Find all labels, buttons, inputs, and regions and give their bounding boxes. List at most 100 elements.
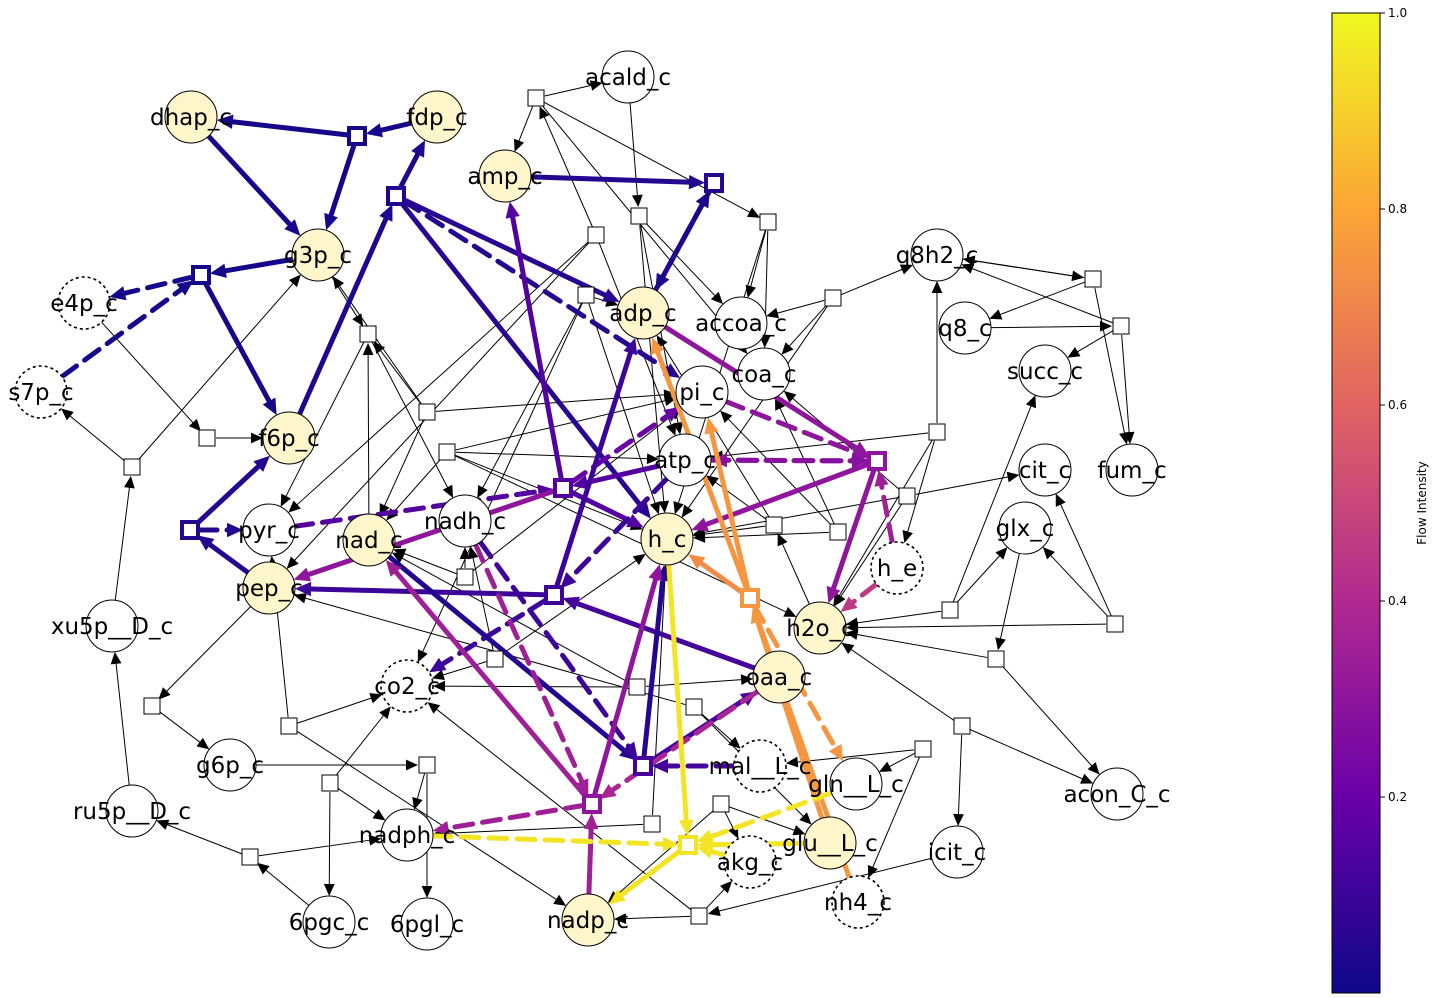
edge xyxy=(261,866,310,906)
edge xyxy=(629,102,639,202)
flow-edge xyxy=(206,133,297,232)
edge-arrowhead xyxy=(1042,546,1055,560)
reaction-nodes xyxy=(123,89,1130,925)
flow-edge xyxy=(586,820,594,897)
flow-edge xyxy=(430,833,672,847)
metabolite-node: nadp_c xyxy=(547,893,629,947)
metabolite-node: amp_c xyxy=(467,149,543,203)
metabolite-circle xyxy=(14,365,68,419)
edge-arrowhead xyxy=(785,756,799,768)
edge xyxy=(543,101,756,216)
reaction-node xyxy=(180,520,200,540)
metabolite-node: adp_c xyxy=(609,286,677,340)
flow-edge xyxy=(591,571,660,798)
edge-arrowhead xyxy=(514,138,525,152)
reaction-node xyxy=(630,207,648,225)
edge-arrowhead xyxy=(332,276,345,290)
metabolite-label: amp_c xyxy=(467,164,542,190)
edge-arrowhead xyxy=(286,556,299,569)
edge xyxy=(162,606,252,696)
edge-arrowhead xyxy=(589,80,603,91)
edge-arrowhead xyxy=(539,106,550,120)
edge xyxy=(619,915,691,920)
metabolite-circle xyxy=(203,738,257,792)
metabolite-node: 6pgl_c xyxy=(390,897,464,951)
flow-edge xyxy=(877,477,895,545)
flow-edge xyxy=(723,399,862,457)
flow-edge-arrowhead xyxy=(626,514,644,528)
metabolite-node: ru5p__D_c xyxy=(73,784,191,838)
edge xyxy=(376,345,422,406)
reaction-node xyxy=(577,286,595,304)
edge-arrowhead xyxy=(632,553,646,566)
metabolite-circle xyxy=(733,739,787,793)
metabolite-circle xyxy=(998,501,1052,555)
edge-arrowhead xyxy=(961,263,975,274)
edge-arrowhead xyxy=(649,501,661,515)
edge-arrowhead xyxy=(720,410,733,424)
edge-arrowhead xyxy=(1071,270,1085,282)
edge xyxy=(65,411,126,462)
flow-edge-arrowhead xyxy=(663,406,681,422)
metabolite-label: pep_c xyxy=(235,576,303,602)
metabolite-circle xyxy=(291,228,345,282)
edge xyxy=(723,414,833,526)
edge xyxy=(337,787,381,818)
metabolite-node: pyr_c xyxy=(238,503,300,557)
edge-arrowhead xyxy=(995,637,1006,651)
metabolite-circle xyxy=(658,433,712,487)
edge xyxy=(994,281,1085,318)
edge xyxy=(970,729,1088,782)
metabolite-node: h2o_c xyxy=(786,601,854,655)
flow-edge xyxy=(399,200,648,514)
edge-arrowhead xyxy=(124,475,135,489)
edge xyxy=(1121,334,1131,439)
flow-edge-arrowhead xyxy=(575,778,589,796)
metabolite-label: 6pgl_c xyxy=(390,912,464,938)
flow-edge-arrowhead xyxy=(828,743,844,762)
edge-arrowhead xyxy=(110,651,122,665)
flow-edge xyxy=(116,274,195,298)
reaction-node xyxy=(438,443,456,461)
metabolite-circle xyxy=(262,411,316,465)
edge xyxy=(455,398,671,451)
edge-arrowhead xyxy=(362,342,374,356)
flow-edge xyxy=(707,424,751,592)
edge-arrowhead xyxy=(666,422,677,436)
flow-edge xyxy=(217,256,295,275)
metabolite-label: icit_c xyxy=(928,840,987,866)
metabolite-node: q8_c xyxy=(938,301,992,355)
reaction-node xyxy=(740,588,760,608)
metabolite-node: accoa_c xyxy=(695,296,787,350)
metabolite-label: nadh_c xyxy=(424,509,506,535)
flow-edge-arrowhead xyxy=(696,829,714,844)
metabolite-node: glu__L_c xyxy=(782,816,878,870)
metabolite-circle xyxy=(714,296,768,350)
edge-arrowhead xyxy=(953,813,964,827)
metabolite-circle xyxy=(601,50,655,104)
edge xyxy=(651,570,666,816)
reaction-node xyxy=(712,795,730,813)
edge-arrowhead xyxy=(995,547,1008,560)
edge-arrowhead xyxy=(899,264,913,275)
flow-edge xyxy=(473,542,587,790)
reaction-node xyxy=(553,478,573,498)
edge-arrowhead xyxy=(352,313,364,327)
edge xyxy=(292,240,590,509)
reaction-node xyxy=(941,601,959,619)
edge xyxy=(851,633,988,658)
edge xyxy=(716,432,929,457)
edge-arrowhead xyxy=(879,761,893,772)
flow-edge xyxy=(59,283,189,380)
flow-edge-arrowhead xyxy=(293,567,312,582)
edge xyxy=(791,749,915,764)
reaction-node xyxy=(628,678,646,696)
metabolite-node: pep_c xyxy=(235,561,303,615)
flow-edge xyxy=(372,120,415,135)
edge xyxy=(952,400,1034,602)
edge xyxy=(114,657,130,786)
edge xyxy=(851,623,1107,629)
edge xyxy=(955,551,1004,604)
metabolite-circle xyxy=(616,286,670,340)
metabolite-circle xyxy=(737,347,791,401)
